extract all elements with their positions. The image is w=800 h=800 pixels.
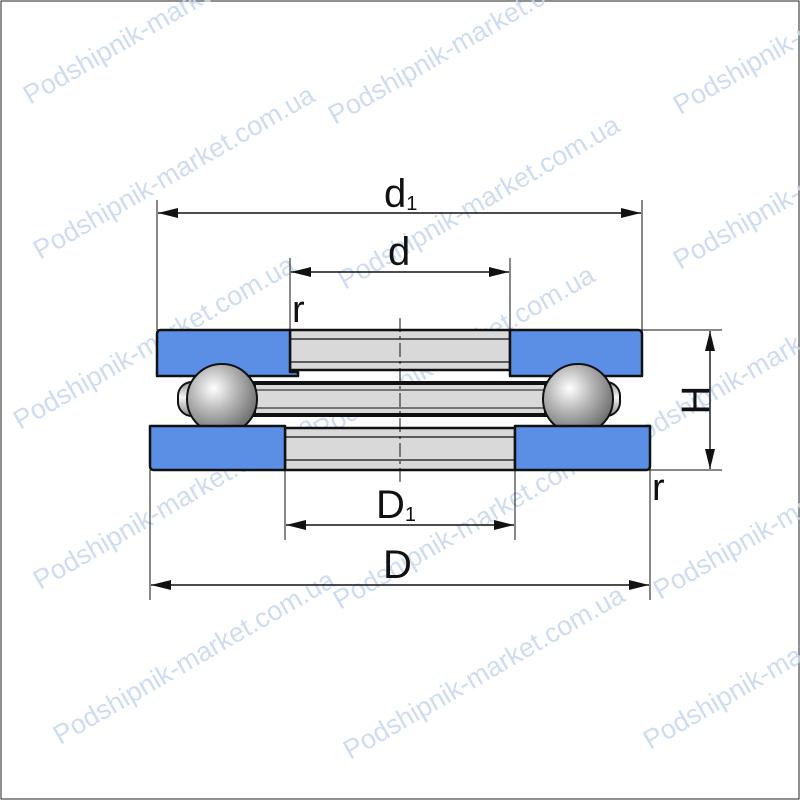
rolling-balls bbox=[186, 363, 614, 435]
watermark-text: Podshipnik-market.com.ua bbox=[668, 0, 800, 120]
watermark-text: Podshipnik-market.com.ua bbox=[18, 0, 311, 110]
label-r-top: r bbox=[292, 289, 305, 331]
dimension-lines bbox=[151, 208, 715, 590]
label-H: H bbox=[674, 386, 718, 415]
ball-left bbox=[186, 363, 258, 435]
watermark-text: Podshipnik-market.com.ua bbox=[648, 419, 800, 605]
label-r-bottom: r bbox=[652, 467, 665, 509]
watermark-text: Podshipnik-market.com.ua bbox=[28, 79, 321, 265]
watermark-text: Podshipnik-market.com.ua bbox=[323, 0, 616, 130]
watermark-text: Podshipnik-market.com.ua bbox=[48, 564, 341, 750]
dimension-labels: d1 d r r D1 D H bbox=[292, 172, 718, 587]
extension-lines bbox=[149, 200, 722, 600]
label-d1: d1 bbox=[384, 172, 417, 216]
watermark-text: Podshipnik-market.com.ua bbox=[338, 579, 631, 765]
label-d: d bbox=[388, 230, 410, 274]
label-D: D bbox=[383, 543, 412, 587]
label-D1: D1 bbox=[376, 483, 416, 527]
ball-right bbox=[542, 363, 614, 435]
